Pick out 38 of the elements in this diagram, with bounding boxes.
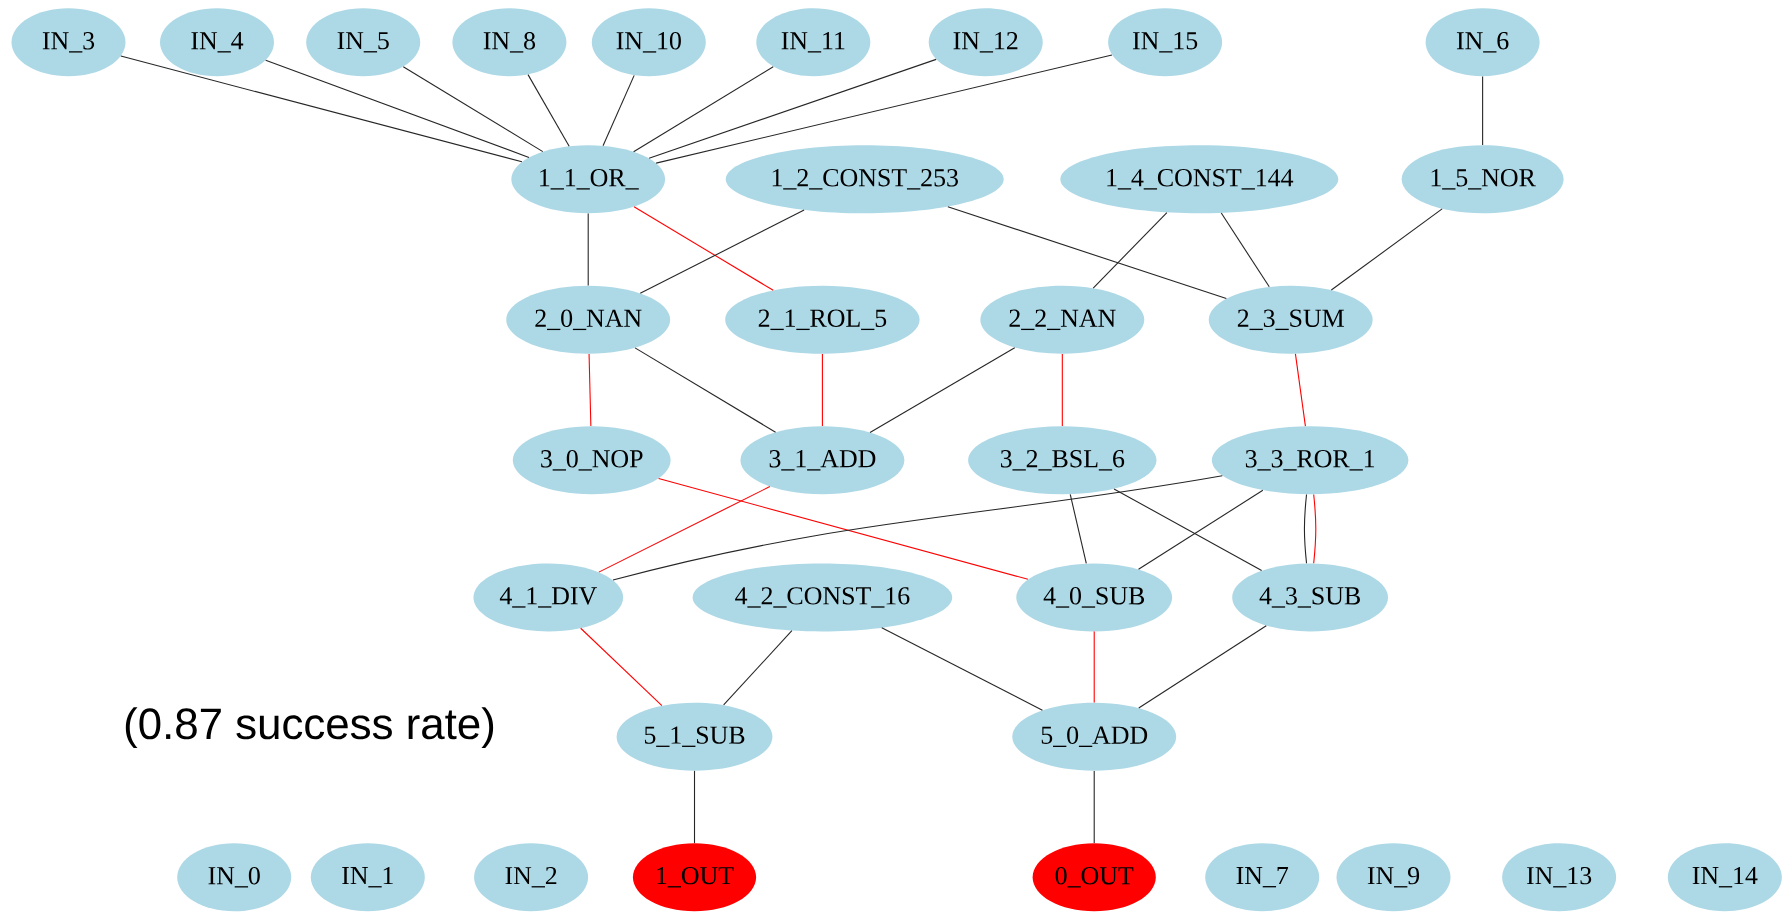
edge-line: [633, 206, 774, 291]
edge-line: [602, 74, 635, 147]
edge-line: [1220, 212, 1270, 288]
edge-line: [1061, 353, 1063, 427]
edge-line: [1093, 770, 1095, 844]
edge-line: [1093, 631, 1095, 704]
edge-line: [1313, 493, 1317, 564]
edge-line: [947, 206, 1227, 300]
edge-line: [1113, 488, 1263, 572]
edge-line: [402, 66, 544, 153]
edge-line: [869, 347, 1016, 433]
edge-line: [658, 478, 1029, 580]
edge-line: [612, 475, 1223, 581]
edge-line: [881, 627, 1043, 711]
edge-line: [1092, 212, 1168, 289]
edge-line: [1069, 493, 1087, 564]
edge-line: [1482, 75, 1484, 146]
edge-line: [587, 212, 589, 287]
note-text: (0.87 success rate): [125, 707, 494, 748]
edge-line: [580, 627, 663, 707]
edge-line: [120, 55, 523, 163]
edge-line: [693, 770, 696, 844]
edge-line: [648, 58, 937, 159]
edge-line: [588, 353, 592, 427]
edge-line: [527, 74, 570, 147]
edge-line: [1138, 625, 1267, 709]
edge-line: [1138, 489, 1264, 570]
edge-line: [723, 630, 793, 706]
edge-line: [821, 353, 823, 427]
edge-line: [633, 66, 774, 153]
edge-line: [598, 486, 771, 573]
edge-line: [639, 209, 805, 294]
edge-line: [1303, 493, 1308, 564]
edge-line: [265, 59, 530, 158]
edge-line: [1294, 353, 1306, 427]
edge-line: [1330, 208, 1443, 291]
edge-line: [634, 347, 777, 433]
edge-line: [655, 54, 1113, 164]
